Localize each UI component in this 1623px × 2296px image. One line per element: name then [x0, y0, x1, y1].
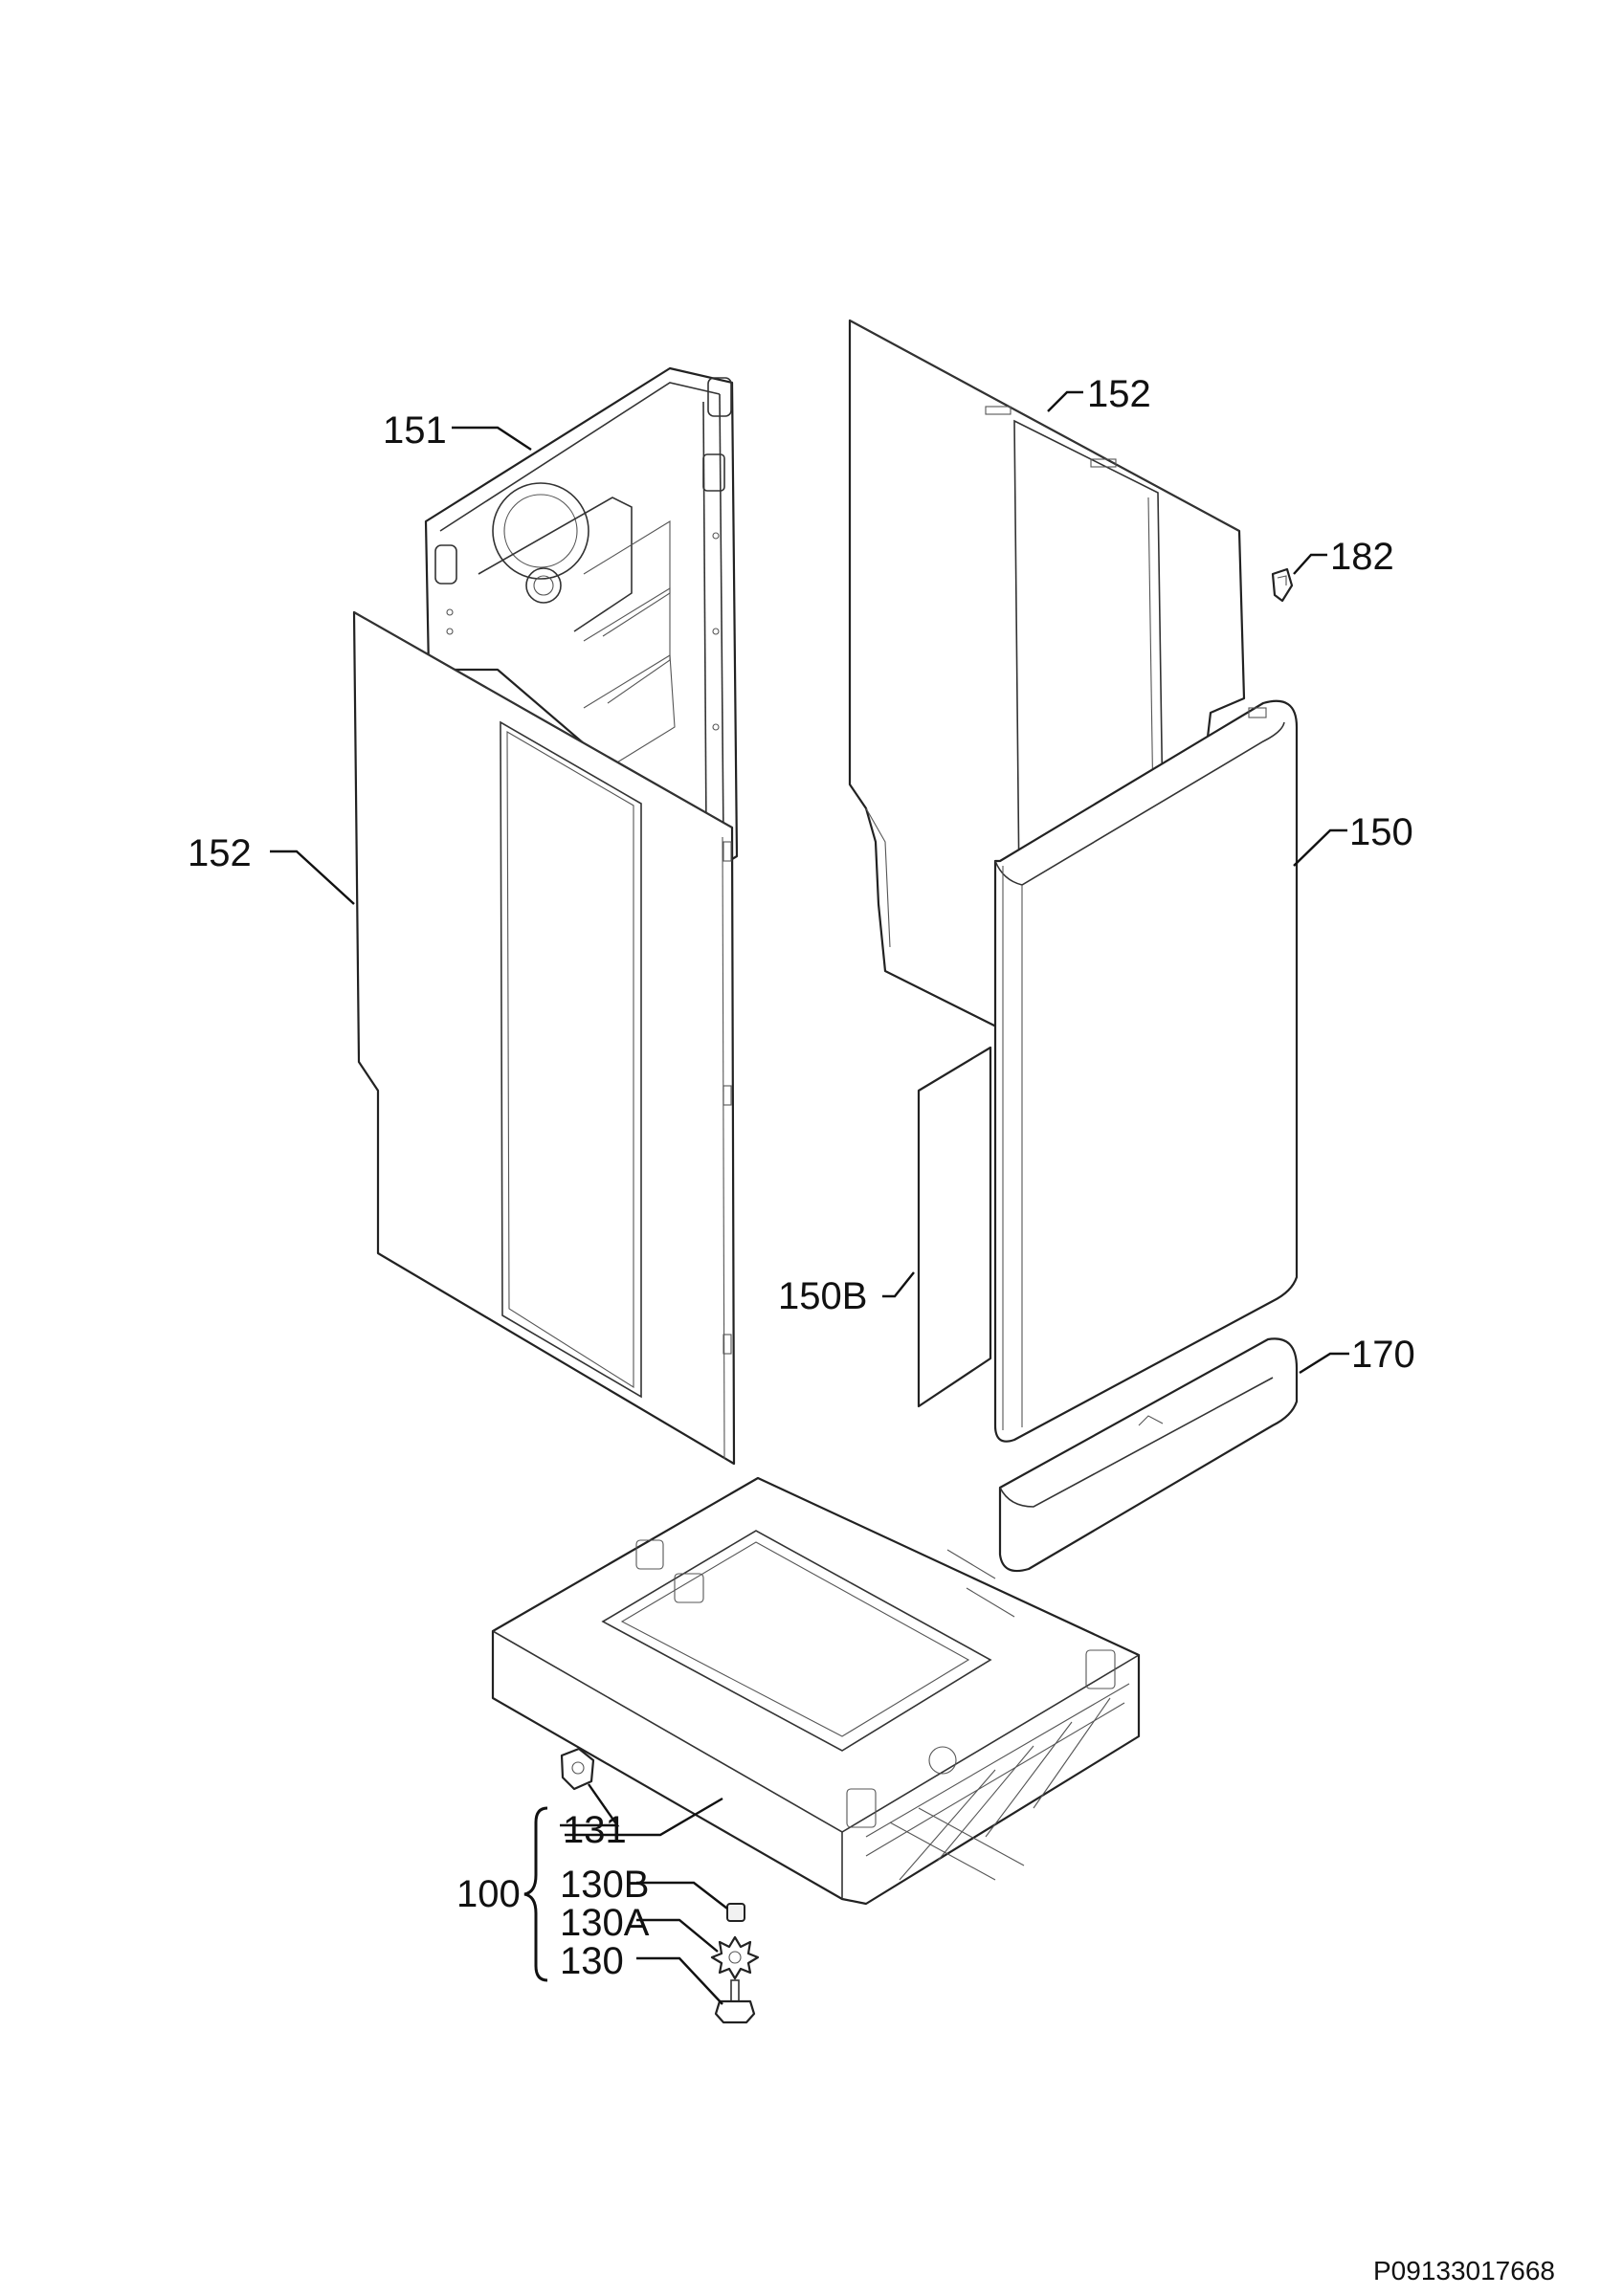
- part-150b-insulation-sheet: [917, 1046, 992, 1408]
- label-130a: 130A: [560, 1902, 650, 1944]
- label-151: 151: [383, 409, 447, 452]
- part-182-clip: [1271, 567, 1294, 603]
- label-152-right: 152: [1087, 373, 1151, 415]
- part-130-foot: [714, 1979, 756, 2024]
- part-130b-nut: [726, 1903, 745, 1922]
- label-130: 130: [560, 1940, 624, 1982]
- label-131: 131: [563, 1809, 627, 1851]
- assembly-100-brace: [523, 1806, 548, 1982]
- part-130a-star-washer: [710, 1935, 760, 1980]
- label-150b: 150B: [778, 1275, 868, 1317]
- label-150: 150: [1349, 811, 1413, 853]
- label-182: 182: [1330, 536, 1394, 578]
- part-170-plinth: [998, 1337, 1299, 1573]
- label-170: 170: [1351, 1334, 1415, 1376]
- part-152-left-side-panel: [352, 610, 736, 1466]
- part-150-front-panel: [993, 699, 1299, 1443]
- label-100: 100: [456, 1873, 521, 1915]
- label-152-left: 152: [188, 832, 252, 874]
- part-131-clip: [560, 1747, 595, 1791]
- label-130b: 130B: [560, 1864, 650, 1906]
- leader-lines: [270, 390, 1349, 2005]
- part-100-base-frame: [491, 1476, 1141, 1906]
- document-id: P09133017668: [1373, 2256, 1555, 2285]
